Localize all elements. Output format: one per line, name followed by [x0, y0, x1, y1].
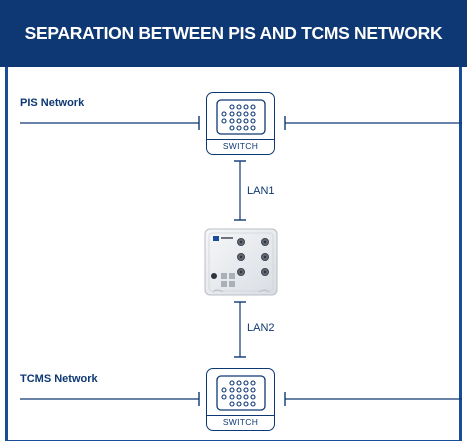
pis-network-label: PIS Network — [20, 97, 85, 109]
pis-switch: SWITCH — [206, 92, 275, 155]
frame-border-bottom — [5, 440, 462, 441]
switch-divider — [207, 139, 274, 140]
frame-border-left — [5, 67, 8, 440]
tcms-switch: SWITCH — [206, 368, 275, 431]
lan2-label: LAN2 — [247, 322, 275, 334]
switch-label: SWITCH — [222, 141, 259, 151]
page-title: SEPARATION BETWEEN PIS AND TCMS NETWORK — [0, 0, 467, 67]
lan1-label: LAN1 — [247, 185, 275, 197]
tcms-network-label: TCMS Network — [20, 373, 98, 385]
network-device-icon — [204, 228, 278, 296]
switch-icon — [216, 375, 266, 411]
frame-border-right — [459, 67, 462, 440]
switch-label: SWITCH — [222, 417, 259, 427]
switch-divider — [207, 415, 274, 416]
switch-icon — [216, 99, 266, 135]
